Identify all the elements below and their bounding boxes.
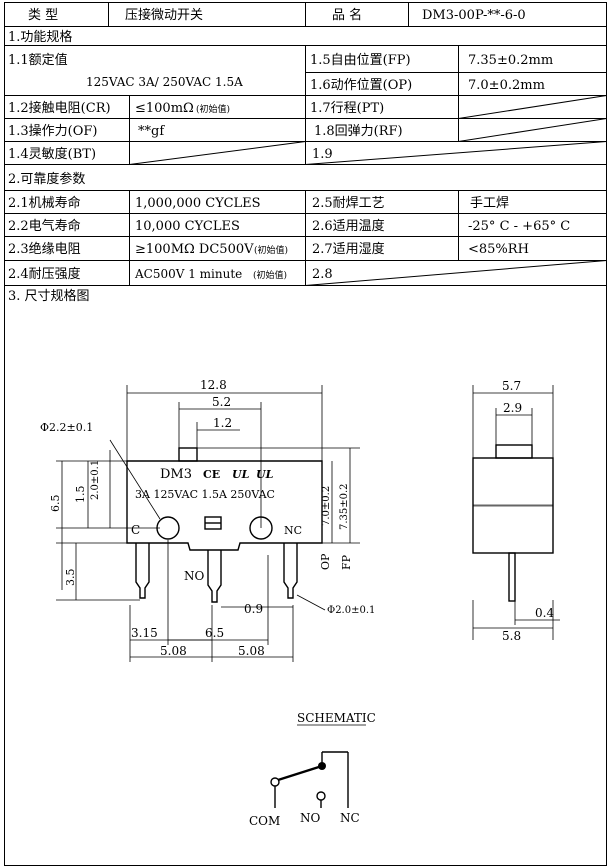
dim-0-9: 0.9 — [244, 602, 263, 616]
ins-value: ≥100MΩ DC500V — [135, 242, 254, 257]
dim-width: 12.8 — [200, 378, 227, 392]
dim-6-5: 6.5 — [49, 495, 62, 513]
section3-title: 3. 尺寸规格图 — [8, 288, 90, 304]
side-dim-2-9: 2.9 — [503, 401, 522, 415]
mounting-hole-left — [156, 516, 180, 540]
side-view-dimensions — [472, 385, 560, 640]
table-text: 类 型 压接微动开关 品 名 DM3-00P-**-6-0 1.功能规格 1.1… — [8, 7, 570, 304]
no-contact — [316, 791, 326, 801]
switch-body — [126, 460, 323, 551]
body-ul: UL — [232, 468, 250, 481]
body-model: DM3 — [160, 467, 192, 482]
op-value: 7.0±0.2mm — [468, 78, 545, 93]
front-view-dimensions — [56, 385, 360, 662]
terminal-c — [135, 543, 150, 599]
section2-title: 2.可靠度参数 — [8, 171, 85, 187]
temp-value: -25° C - +65° C — [468, 219, 570, 234]
rated-value: 125VAC 3A/ 250VAC 1.5A — [86, 75, 243, 89]
type-value: 压接微动开关 — [125, 7, 203, 23]
dim-5-2: 5.2 — [212, 395, 231, 409]
dim-6-5b: 6.5 — [205, 626, 224, 640]
of-label: 1.3操作力(OF) — [8, 123, 98, 139]
side-dim-5-8: 5.8 — [502, 629, 521, 643]
side-view-drawing — [472, 444, 554, 602]
volt-label: 2.4耐压强度 — [8, 266, 81, 282]
actuator-button — [178, 447, 198, 462]
terminal-c-label: C — [131, 523, 140, 537]
front-view-drawing — [126, 447, 323, 603]
pt-label: 1.7行程(PT) — [310, 101, 384, 116]
fp-label: 1.5自由位置(FP) — [310, 53, 411, 68]
cr-note: (初始值) — [196, 103, 230, 115]
terminal-nc-label: NC — [284, 524, 302, 537]
part-value: DM3-00P-**-6-0 — [422, 8, 526, 23]
dim-fp: 7.35±0.2 — [339, 483, 350, 530]
side-actuator — [495, 444, 533, 459]
item19-label: 1.9 — [312, 147, 333, 162]
elec-label: 2.2电气寿命 — [8, 218, 81, 234]
terminal-no — [207, 550, 222, 603]
terminal-nc — [283, 543, 298, 599]
dim-1-2: 1.2 — [213, 416, 232, 430]
volt-note: (初始值) — [253, 269, 287, 281]
spec-table — [4, 2, 607, 866]
side-view-labels: 5.7 2.9 0.4 5.8 — [502, 379, 554, 643]
rf-label: 1.8回弹力(RF) — [314, 124, 403, 139]
body-ce: CE — [203, 468, 220, 481]
ins-label: 2.3绝缘电阻 — [8, 241, 81, 257]
item28-label: 2.8 — [312, 267, 333, 282]
side-body — [472, 457, 554, 554]
fp-value: 7.35±0.2mm — [468, 53, 553, 68]
front-view-labels: 12.8 5.2 1.2 Φ2.2±0.1 6.5 1.5 2.0±0.1 3.… — [40, 378, 375, 658]
dim-op: 7.0±0.2 — [321, 486, 332, 526]
side-dim-0-4: 0.4 — [535, 606, 554, 620]
solder-value: 手工焊 — [470, 195, 509, 211]
hum-value: <85%RH — [468, 242, 529, 257]
nc-contact — [318, 762, 326, 770]
dim-hole-dia: Φ2.2±0.1 — [40, 421, 93, 434]
dim-3-5: 3.5 — [64, 569, 77, 587]
schematic-nc: NC — [340, 811, 360, 825]
rated-label: 1.1额定值 — [8, 52, 68, 68]
of-value: **gf — [138, 124, 165, 139]
ins-note: (初始值) — [254, 244, 288, 256]
dim-1-5: 1.5 — [74, 486, 87, 504]
body-rating: 3A 125VAC 1.5A 250VAC — [135, 488, 275, 501]
side-terminal — [508, 552, 516, 602]
type-label: 类 型 — [28, 8, 58, 23]
op-label: 1.6动作位置(OP) — [310, 78, 412, 93]
hum-label: 2.7适用湿度 — [312, 241, 385, 257]
elec-value: 10,000 CYCLES — [135, 219, 240, 234]
schematic-title: SCHEMATIC — [297, 711, 376, 725]
schematic-no: NO — [300, 811, 321, 825]
dim-5-08a: 5.08 — [160, 644, 187, 658]
mech-label: 2.1机械寿命 — [8, 195, 81, 211]
dim-5-08b: 5.08 — [238, 644, 265, 658]
section1-title: 1.功能规格 — [8, 29, 72, 45]
volt-value: AC500V 1 minute — [134, 267, 242, 281]
body-ul-2: UL — [256, 468, 274, 481]
part-label: 品 名 — [332, 7, 362, 23]
dim-3-15: 3.15 — [131, 626, 158, 640]
label-fp: FP — [340, 554, 353, 570]
cr-label: 1.2接触电阻(CR) — [8, 100, 111, 116]
dim-2-0: 2.0±0.1 — [90, 460, 101, 500]
schematic-com: COM — [249, 814, 280, 828]
schematic: SCHEMATIC COM NO NC — [249, 711, 376, 828]
side-dim-5-7: 5.7 — [502, 379, 521, 393]
contact-arm — [277, 764, 323, 782]
dim-hole2-dia: Φ2.0±0.1 — [327, 605, 375, 616]
solder-label: 2.5耐焊工艺 — [312, 195, 385, 211]
temp-label: 2.6适用温度 — [312, 218, 385, 234]
terminal-no-label: NO — [184, 569, 205, 583]
label-op: OP — [319, 553, 332, 570]
bt-label: 1.4灵敏度(BT) — [8, 146, 96, 162]
mech-value: 1,000,000 CYCLES — [135, 196, 261, 211]
cr-value: ≤100mΩ — [135, 101, 194, 116]
